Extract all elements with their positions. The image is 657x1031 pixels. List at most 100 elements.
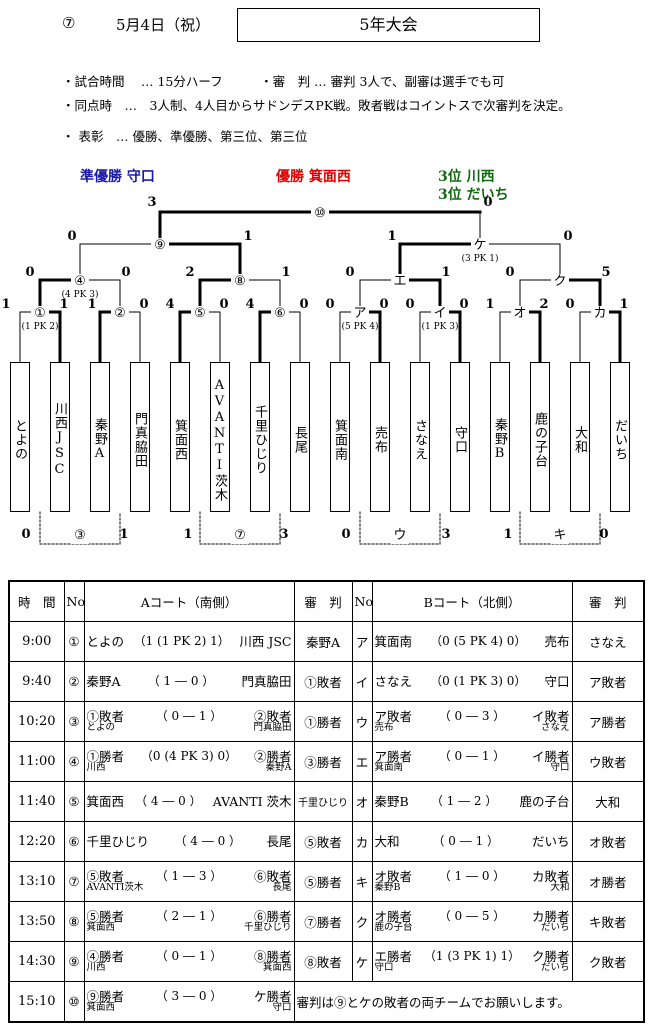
match-left: 大和	[374, 833, 400, 849]
header-no-b: No.	[351, 580, 373, 622]
pk-score: (5 PK 4)	[341, 322, 379, 332]
time-cell: 13:10	[8, 860, 65, 902]
score-right: 0	[563, 229, 573, 244]
match-left: 秦野A	[86, 673, 121, 689]
match-cell: ⑨勝者（ 3 ― 0 ）ケ勝者箕面西守口	[83, 980, 295, 1023]
match-score: （ 1 ― 3 ）	[155, 868, 223, 883]
match-left: さなえ	[374, 673, 413, 689]
match-number: オ	[351, 780, 373, 822]
score-right: 1	[243, 229, 253, 244]
match-cell: とよの（1 (1 PK 2) 1）川西 JSC	[83, 620, 295, 662]
match-right-sub: 大和	[550, 881, 570, 893]
rule-line: ・ 表彰 … 優勝、準優勝、第三位、第三位	[62, 129, 308, 144]
score-right: 0	[139, 297, 149, 312]
team-box: さなえ	[410, 362, 430, 512]
match-label: ⑥	[271, 306, 289, 322]
time-cell: 9:00	[8, 620, 65, 662]
pk-score: (3 PK 1)	[461, 254, 499, 264]
match-label: キ	[551, 528, 569, 544]
match-left-sub: とよの	[86, 721, 116, 733]
score-right: 0	[459, 297, 469, 312]
team-box: 鹿の子台	[530, 362, 550, 512]
match-left: 秦野B	[374, 793, 409, 809]
match-cell: オ勝者（ 0 ― 5 ）カ勝者鹿の子台だいち	[371, 900, 573, 942]
match-left-sub: 守口	[374, 961, 394, 973]
award-third-1: 3位 川西	[438, 169, 495, 185]
referee-cell: ③勝者	[293, 740, 353, 782]
match-right: 売布	[544, 633, 570, 649]
match-left-sub: 鹿の子台	[374, 921, 413, 933]
pk-score: (4 PK 3)	[61, 290, 99, 300]
match-left: エ勝者	[374, 948, 413, 964]
match-left: オ敗者	[374, 868, 413, 884]
match-score: （1 (3 PK 1) 1）	[423, 948, 521, 963]
match-left: ア勝者	[374, 748, 413, 764]
team-box: 大和	[570, 362, 590, 512]
match-left-sub: 川西	[86, 961, 106, 973]
match-right: AVANTI 茨木	[212, 793, 292, 809]
score-left: 0	[405, 297, 415, 312]
match-right: ⑥敗者	[253, 868, 292, 884]
match-score: （ 0 ― 1 ）	[432, 833, 500, 848]
event-number: ⑦	[62, 14, 76, 32]
score-left: 4	[165, 297, 175, 312]
score-left: 0	[21, 527, 31, 542]
match-label: ⑨	[151, 238, 169, 254]
match-score: （ 4 ― 0 ）	[174, 833, 242, 848]
match-cell: 大和（ 0 ― 1 ）だいち	[371, 820, 573, 862]
referee-cell: オ敗者	[571, 820, 645, 862]
match-label: ②	[111, 306, 129, 322]
referee-cell: ①敗者	[293, 660, 353, 702]
score-left: 0	[325, 297, 335, 312]
award-champion: 優勝 箕面西	[276, 169, 351, 185]
match-left: ①勝者	[86, 748, 125, 764]
match-left-sub: 箕面西	[86, 1001, 116, 1013]
score-left: 2	[185, 265, 195, 280]
header-court-a: Aコート（南側）	[83, 580, 295, 622]
score-right: 5	[601, 265, 611, 280]
match-left: ⑤勝者	[86, 908, 125, 924]
time-cell: 14:30	[8, 940, 65, 982]
match-right-sub: 守口	[272, 1001, 292, 1013]
match-right-sub: さなえ	[540, 721, 570, 733]
match-number: キ	[351, 860, 373, 902]
team-box: 長尾	[290, 362, 310, 512]
match-cell: さなえ（0 (1 PK 3) 0）守口	[371, 660, 573, 702]
team-box: 秦野B	[490, 362, 510, 512]
score-right: 0	[121, 265, 131, 280]
referee-cell: ⑤勝者	[293, 860, 353, 902]
match-score: （ 0 ― 1 ）	[155, 708, 223, 723]
match-label: ケ	[471, 238, 489, 254]
time-cell: 10:20	[8, 700, 65, 742]
time-cell: 15:10	[8, 980, 65, 1023]
score-left: 1	[87, 297, 97, 312]
match-number: ⑦	[63, 860, 85, 902]
match-number: エ	[351, 740, 373, 782]
match-right-sub: 長尾	[272, 881, 292, 893]
match-cell: 箕面西（ 4 ― 0 ）AVANTI 茨木	[83, 780, 295, 822]
team-box: 門真脇田	[130, 362, 150, 512]
match-label: ア	[351, 306, 369, 322]
team-box: AVANTI茨木	[210, 362, 230, 512]
match-left: ①敗者	[86, 708, 125, 724]
match-score: （ 0 ― 1 ）	[438, 748, 506, 763]
score-right: 1	[619, 297, 629, 312]
match-right: 守口	[544, 673, 570, 689]
match-cell: ①敗者（ 0 ― 1 ）②敗者とよの門真脇田	[83, 700, 295, 742]
referee-cell: 大和	[571, 780, 645, 822]
match-number: ④	[63, 740, 85, 782]
match-right: イ敗者	[531, 708, 570, 724]
match-number: ③	[63, 700, 85, 742]
referee-cell: ア勝者	[571, 700, 645, 742]
match-score: （ 1 ― 0 ）	[438, 868, 506, 883]
match-label: カ	[591, 306, 609, 322]
match-score: （0 (5 PK 4) 0）	[430, 633, 527, 648]
referee-cell: オ勝者	[571, 860, 645, 902]
match-number: ク	[351, 900, 373, 942]
match-cell: ④勝者（ 0 ― 1 ）⑧勝者川西箕面西	[83, 940, 295, 982]
match-score: （0 (4 PK 3) 0）	[140, 748, 238, 763]
team-box: 千里ひじり	[250, 362, 270, 512]
